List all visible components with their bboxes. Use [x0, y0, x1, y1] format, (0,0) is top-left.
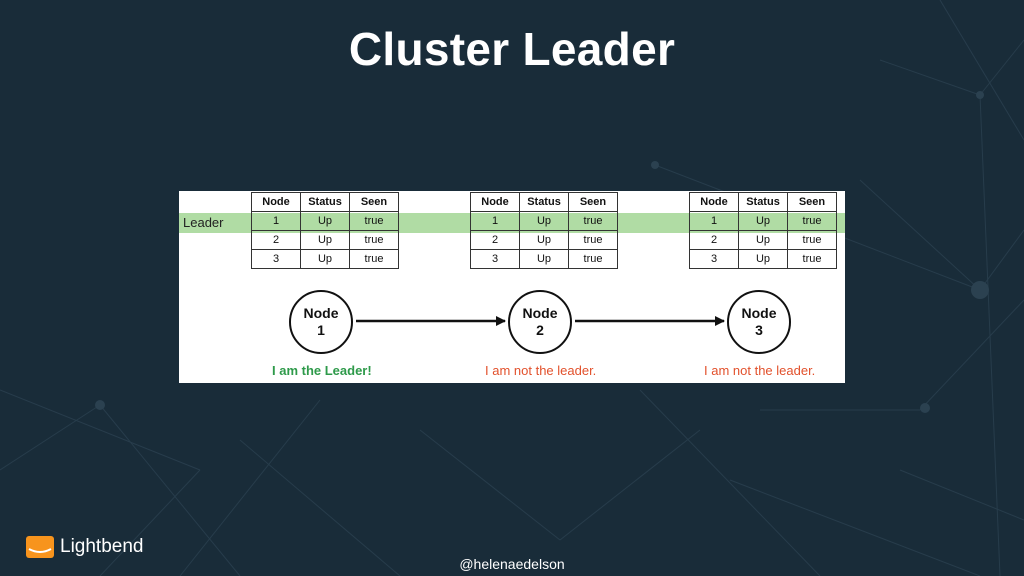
node-1-membership-table: Node Status Seen 1 Up true 2 Up true 3 U…	[251, 192, 399, 269]
node-number: 2	[536, 322, 544, 338]
table-row: 2 Up true	[251, 230, 399, 250]
gossip-arrows	[356, 316, 725, 326]
column-header-seen: Seen	[568, 192, 618, 212]
table-cell: true	[787, 249, 837, 269]
table-cell: 3	[251, 249, 301, 269]
lightbend-logo-icon	[26, 536, 54, 558]
node-number: 1	[317, 322, 325, 338]
node-2-membership-table: Node Status Seen 1 Up true 2 Up true 3 U…	[470, 192, 618, 269]
node-2-caption: I am not the leader.	[485, 363, 597, 378]
table-cell: Up	[519, 211, 569, 231]
table-row: 3 Up true	[470, 249, 618, 269]
node-1-caption: I am the Leader!	[272, 363, 372, 378]
table-cell: true	[568, 249, 618, 269]
node-label: Node	[741, 305, 777, 321]
author-handle: @helenaedelson	[459, 556, 565, 572]
table-cell: true	[349, 249, 399, 269]
lightbend-logo: Lightbend	[26, 536, 143, 558]
table-row: 3 Up true	[689, 249, 837, 269]
column-header-seen: Seen	[349, 192, 399, 212]
node-label: Node	[522, 305, 558, 321]
node-2-circle: Node 2	[508, 290, 572, 354]
table-row: 1 Up true	[470, 211, 618, 231]
node-number: 3	[755, 322, 763, 338]
table-cell: Up	[300, 249, 350, 269]
leader-row-label: Leader	[183, 215, 224, 230]
column-header-status: Status	[300, 192, 350, 212]
logo-text: Lightbend	[60, 536, 144, 557]
node-3-circle: Node 3	[727, 290, 791, 354]
table-row: 1 Up true	[689, 211, 837, 231]
table-cell: true	[787, 230, 837, 250]
table-row: 1 Up true	[251, 211, 399, 231]
node-3-membership-table: Node Status Seen 1 Up true 2 Up true 3 U…	[689, 192, 837, 269]
cluster-leader-diagram: Leader Node Status Seen 1 Up true 2 Up t…	[179, 191, 845, 383]
table-cell: true	[349, 230, 399, 250]
node-3-caption: I am not the leader.	[704, 363, 816, 378]
node-1-circle: Node 1	[289, 290, 353, 354]
node-label: Node	[303, 305, 339, 321]
table-row: 3 Up true	[251, 249, 399, 269]
slide-title: Cluster Leader	[348, 23, 676, 75]
table-cell: Up	[300, 230, 350, 250]
table-cell: Up	[738, 249, 788, 269]
